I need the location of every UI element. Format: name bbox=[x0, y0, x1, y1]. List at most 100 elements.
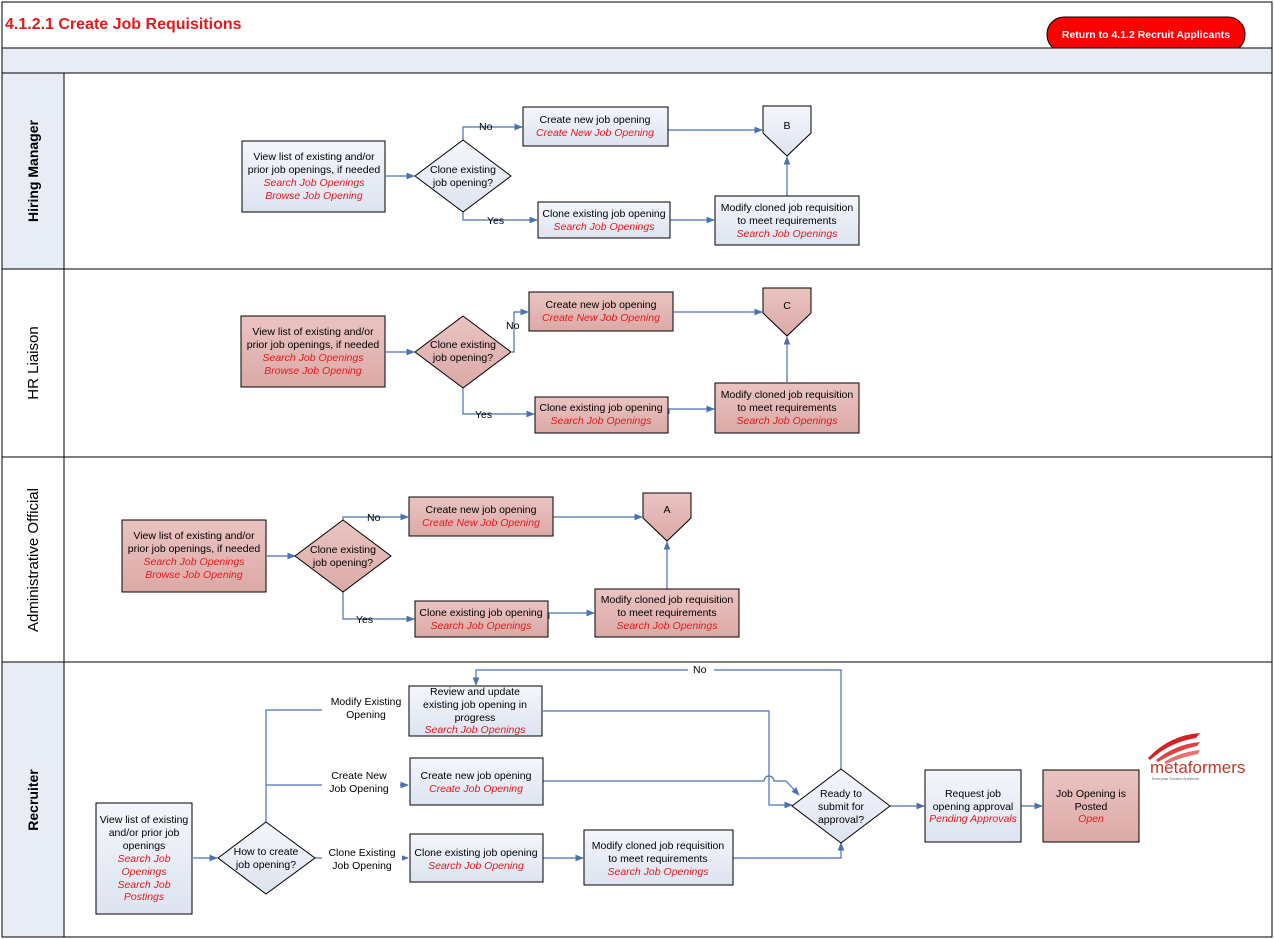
svg-text:Clone Existing: Clone Existing bbox=[328, 847, 395, 859]
svg-text:Search Job: Search Job bbox=[117, 879, 170, 891]
svg-text:B: B bbox=[783, 120, 790, 132]
svg-text:submit for: submit for bbox=[818, 801, 865, 813]
hr-connector-c: C bbox=[762, 287, 812, 337]
svg-text:View list of existing and/or: View list of existing and/or bbox=[252, 326, 374, 338]
hm-modify-step: Modify cloned job requisition to meet re… bbox=[714, 195, 860, 246]
svg-text:Clone existing: Clone existing bbox=[310, 544, 376, 556]
ao-clone-decision: Clone existing job opening? bbox=[294, 519, 392, 593]
svg-text:prior job openings, if needed: prior job openings, if needed bbox=[248, 164, 381, 176]
svg-text:to meet requirements: to meet requirements bbox=[617, 607, 716, 619]
rec-modify-step: Modify cloned job requisition to meet re… bbox=[583, 829, 734, 886]
rec-view-step: View list of existing and/or prior job o… bbox=[95, 802, 193, 915]
ao-view-step: View list of existing and/or prior job o… bbox=[121, 519, 267, 593]
svg-text:Create New Job Opening: Create New Job Opening bbox=[422, 517, 540, 529]
svg-text:Search Job Openings: Search Job Openings bbox=[551, 415, 653, 427]
lane-label-recruiter: Recruiter bbox=[25, 769, 41, 831]
svg-text:Create New Job Opening: Create New Job Opening bbox=[542, 312, 660, 324]
hr-yes-label: Yes bbox=[475, 409, 492, 421]
svg-text:Search Job Openings: Search Job Openings bbox=[554, 221, 656, 233]
svg-text:Review and update: Review and update bbox=[430, 686, 520, 698]
return-button[interactable]: Return to 4.1.2 Recruit Applicants bbox=[1046, 16, 1246, 53]
page-title: 4.1.2.1 Create Job Requisitions bbox=[5, 16, 242, 33]
svg-text:approval?: approval? bbox=[818, 814, 864, 826]
hr-create-step: Create new job opening Create New Job Op… bbox=[528, 291, 674, 332]
svg-text:Clone existing job opening: Clone existing job opening bbox=[539, 402, 662, 414]
svg-text:and/or prior job: and/or prior job bbox=[109, 827, 180, 839]
ao-connector-a: A bbox=[642, 492, 692, 542]
svg-text:job opening?: job opening? bbox=[235, 859, 296, 871]
ao-create-step: Create new job opening Create New Job Op… bbox=[408, 496, 554, 537]
rec-no-label: No bbox=[693, 664, 707, 676]
svg-text:View list of existing and/or: View list of existing and/or bbox=[253, 151, 375, 163]
hr-view-step: View list of existing and/or prior job o… bbox=[240, 315, 386, 388]
svg-text:Job Opening: Job Opening bbox=[329, 783, 389, 795]
svg-text:Clone existing job opening: Clone existing job opening bbox=[542, 208, 665, 220]
svg-text:Search Job: Search Job bbox=[117, 853, 170, 865]
lane-hiring-manager: Hiring Manager bbox=[1, 72, 1273, 270]
hr-no-label: No bbox=[506, 320, 520, 332]
svg-text:Search Job Openings: Search Job Openings bbox=[737, 228, 839, 240]
svg-text:Open: Open bbox=[1078, 813, 1104, 825]
svg-text:Create new job opening: Create new job opening bbox=[540, 114, 651, 126]
logo-tagline: Enterprise Solution Architects bbox=[1152, 777, 1199, 781]
svg-text:to meet requirements: to meet requirements bbox=[737, 402, 836, 414]
lane-label-hr-liaison: HR Liaison bbox=[25, 326, 42, 399]
svg-text:Modify cloned job requisition: Modify cloned job requisition bbox=[721, 202, 854, 214]
svg-text:opening approval: opening approval bbox=[933, 801, 1014, 813]
lane-label-hiring-manager: Hiring Manager bbox=[25, 119, 41, 221]
svg-text:C: C bbox=[783, 300, 791, 312]
svg-text:Search Job Openings: Search Job Openings bbox=[425, 724, 527, 736]
hr-clone-step: Clone existing job opening Search Job Op… bbox=[534, 396, 669, 434]
svg-text:Search Job Openings: Search Job Openings bbox=[264, 177, 366, 189]
metaformers-logo: metaformers Enterprise Solution Architec… bbox=[1148, 733, 1245, 781]
svg-text:View list of existing: View list of existing bbox=[100, 814, 189, 826]
hm-create-step: Create new job opening Create New Job Op… bbox=[522, 106, 669, 147]
hm-view-step: View list of existing and/or prior job o… bbox=[241, 140, 386, 213]
svg-text:to meet requirements: to meet requirements bbox=[608, 853, 707, 865]
svg-text:Browse Job Opening: Browse Job Opening bbox=[265, 190, 363, 202]
svg-text:Browse Job Opening: Browse Job Opening bbox=[145, 569, 243, 581]
svg-text:job opening?: job opening? bbox=[432, 352, 493, 364]
svg-text:Job Opening is: Job Opening is bbox=[1056, 788, 1126, 800]
svg-text:Opening: Opening bbox=[346, 709, 386, 721]
svg-text:Create new job opening: Create new job opening bbox=[426, 504, 537, 516]
svg-text:Search Job Openings: Search Job Openings bbox=[608, 866, 710, 878]
svg-text:View list of existing and/or: View list of existing and/or bbox=[133, 530, 255, 542]
rec-create-step: Create new job opening Create Job Openin… bbox=[409, 757, 544, 806]
hr-clone-decision: Clone existing job opening? bbox=[414, 315, 512, 389]
logo-name: metaformers bbox=[1150, 758, 1245, 777]
svg-text:Modify cloned job requisition: Modify cloned job requisition bbox=[601, 594, 734, 606]
svg-text:Search Job Openings: Search Job Openings bbox=[737, 415, 839, 427]
svg-text:Search Job Openings: Search Job Openings bbox=[431, 620, 533, 632]
hr-modify-step: Modify cloned job requisition to meet re… bbox=[714, 382, 860, 434]
svg-text:Request job: Request job bbox=[945, 788, 1001, 800]
svg-text:openings: openings bbox=[123, 840, 166, 852]
svg-text:Modify cloned job requisition: Modify cloned job requisition bbox=[592, 840, 725, 852]
svg-text:existing job opening in: existing job opening in bbox=[423, 699, 527, 711]
svg-text:Modify cloned job requisition: Modify cloned job requisition bbox=[721, 389, 854, 401]
svg-text:Posted: Posted bbox=[1075, 801, 1108, 813]
svg-text:Search Job Opening: Search Job Opening bbox=[428, 860, 524, 872]
svg-text:Create new job opening: Create new job opening bbox=[421, 770, 532, 782]
rec-no-label-bg bbox=[688, 664, 714, 676]
svg-text:Pending Approvals: Pending Approvals bbox=[929, 813, 1018, 825]
hr-edges bbox=[386, 308, 791, 418]
rec-posted-step: Job Opening is Posted Open bbox=[1042, 769, 1140, 843]
ao-modify-step: Modify cloned job requisition to meet re… bbox=[594, 588, 740, 638]
hm-no-label: No bbox=[479, 121, 493, 133]
header-band bbox=[1, 47, 1273, 74]
return-button-label: Return to 4.1.2 Recruit Applicants bbox=[1062, 29, 1230, 41]
svg-text:Clone existing: Clone existing bbox=[430, 339, 496, 351]
ao-no-label: No bbox=[367, 512, 381, 524]
rec-how-decision: How to create job opening? bbox=[217, 821, 316, 895]
svg-text:job opening?: job opening? bbox=[312, 557, 373, 569]
svg-text:Ready to: Ready to bbox=[820, 788, 862, 800]
svg-text:Job Opening: Job Opening bbox=[332, 860, 392, 872]
svg-text:Create New: Create New bbox=[331, 770, 387, 782]
svg-text:Clone existing: Clone existing bbox=[430, 164, 496, 176]
svg-text:Search Job Openings: Search Job Openings bbox=[263, 352, 365, 364]
svg-text:How to create: How to create bbox=[234, 846, 299, 858]
svg-text:progress: progress bbox=[455, 712, 496, 724]
ao-edges bbox=[267, 513, 671, 623]
